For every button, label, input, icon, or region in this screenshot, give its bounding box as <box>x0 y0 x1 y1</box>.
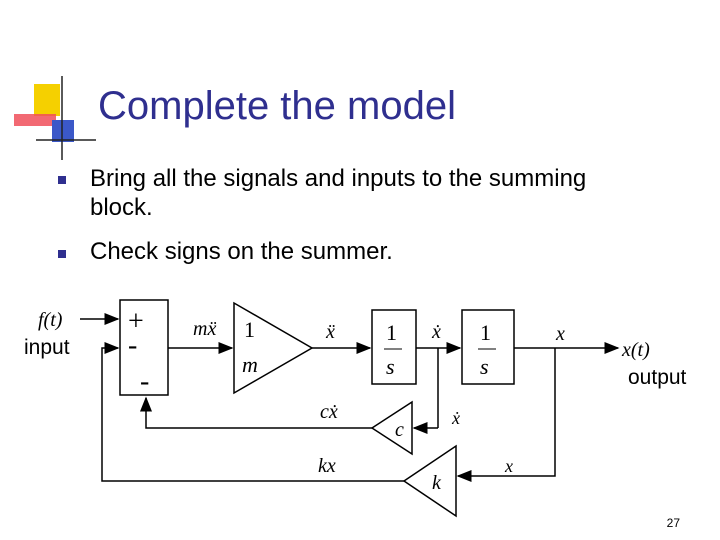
force-sum-label: mẍ <box>193 318 216 340</box>
block-diagram: + - - mẍ 1 m ẍ 1 s ẋ 1 s x ẋ c <box>0 290 720 520</box>
page-title: Complete the model <box>98 84 456 128</box>
summer-sign-minus-2: - <box>140 366 149 397</box>
output-caption: output <box>628 366 687 389</box>
integrator-block-1 <box>371 309 417 385</box>
damper-feedback-line <box>140 396 372 429</box>
summer-sign-plus: + <box>128 306 144 337</box>
spring-gain-label: k <box>432 472 442 494</box>
integrator-1-denominator: s <box>386 354 395 379</box>
bullet-marker <box>58 176 66 184</box>
integrator-block-2 <box>461 309 515 385</box>
spring-feedback-line <box>101 342 404 482</box>
damper-gain-block <box>370 400 413 456</box>
spring-input-label: x <box>504 456 513 476</box>
output-signal-label: x(t) <box>622 339 650 361</box>
summing-block <box>119 299 169 396</box>
mass-gain-block <box>233 301 314 395</box>
mass-gain-numerator: 1 <box>244 317 255 342</box>
acceleration-label: ẍ <box>325 321 335 343</box>
velocity-label: ẋ <box>431 321 441 343</box>
input-signal-label: f(t) <box>38 309 63 331</box>
spring-gain-block <box>402 444 457 518</box>
damper-gain-label: c <box>395 419 404 441</box>
integrator-2-denominator: s <box>480 354 489 379</box>
damper-output-label: cẋ <box>320 401 338 423</box>
bullet-marker <box>58 250 66 258</box>
input-caption: input <box>24 336 70 359</box>
bullet-text: Bring all the signals and inputs to the … <box>90 165 587 221</box>
summer-sign-minus-1: - <box>128 330 137 361</box>
page-number: 27 <box>666 516 680 530</box>
block-diagram-svg: + - - mẍ 1 m ẍ 1 s ẋ 1 s x ẋ c <box>80 299 620 518</box>
spring-output-label: kx <box>318 455 336 477</box>
integrator-2-numerator: 1 <box>480 320 491 345</box>
bullet-text: Check signs on the summer. <box>90 238 393 265</box>
integrator-1-numerator: 1 <box>386 320 397 345</box>
mass-gain-denominator: m <box>242 352 258 377</box>
title-ornament <box>0 70 100 170</box>
position-feedback-line <box>456 348 556 482</box>
damper-input-label: ẋ <box>451 408 460 428</box>
position-label: x <box>555 323 565 345</box>
